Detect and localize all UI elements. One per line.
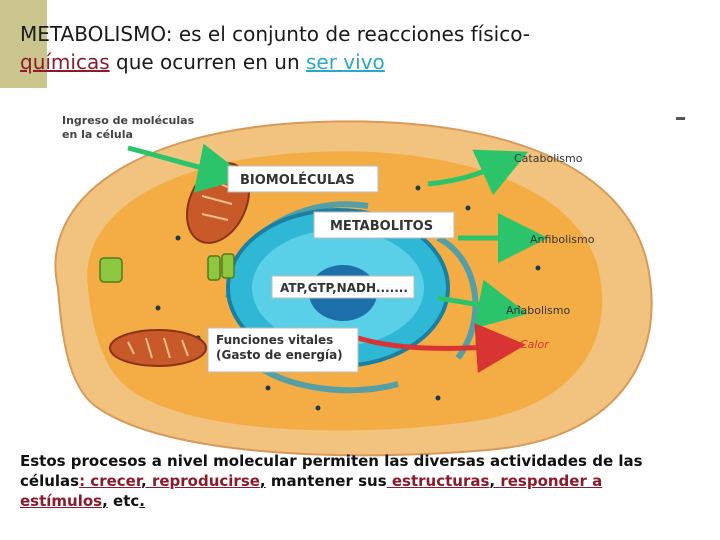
title-link-quimicas[interactable]: químicas: [20, 50, 110, 74]
caption-link-estructuras[interactable]: estructuras: [387, 472, 490, 490]
title-link-ser[interactable]: ser: [306, 50, 337, 74]
title-link-vivo[interactable]: vivo: [343, 50, 384, 74]
calor-label: Calor: [520, 338, 550, 351]
caption-link-reproducirse[interactable]: reproducirse: [147, 472, 260, 490]
slide-dash-mark: [676, 117, 685, 120]
metabolitos-label: METABOLITOS: [330, 219, 433, 234]
svg-text:Funciones vitales(Gasto de ene: Funciones vitales(Gasto de energía): [216, 333, 343, 362]
funciones-line2: (Gasto de energía): [216, 348, 343, 362]
caption-plain-etc: etc: [108, 492, 139, 510]
caption-text: Estos procesos a nivel molecular permite…: [20, 451, 680, 511]
atp-label: ATP,GTP,NADH.......: [280, 281, 408, 295]
caption-period: .: [139, 492, 145, 510]
caption-plain-mantener: mantener sus: [266, 472, 387, 490]
anfibolismo-label: Anfibolismo: [530, 233, 595, 246]
caption-link-crecer[interactable]: crecer: [85, 472, 141, 490]
ingreso-line2: en la célula: [62, 128, 133, 141]
funciones-line1: Funciones vitales: [216, 333, 333, 347]
ingreso-line1: Ingreso de moléculas: [62, 114, 195, 127]
biomoleculas-label: BIOMOLÉCULAS: [240, 172, 355, 188]
title-text: METABOLISMO: es el conjunto de reaccione…: [20, 22, 530, 46]
anabolismo-label: Anabolismo: [506, 304, 571, 317]
slide-title: METABOLISMO: es el conjunto de reaccione…: [20, 20, 640, 76]
title-text-middle: que ocurren en un: [110, 50, 306, 74]
catabolismo-label: Catabolismo: [514, 152, 583, 165]
